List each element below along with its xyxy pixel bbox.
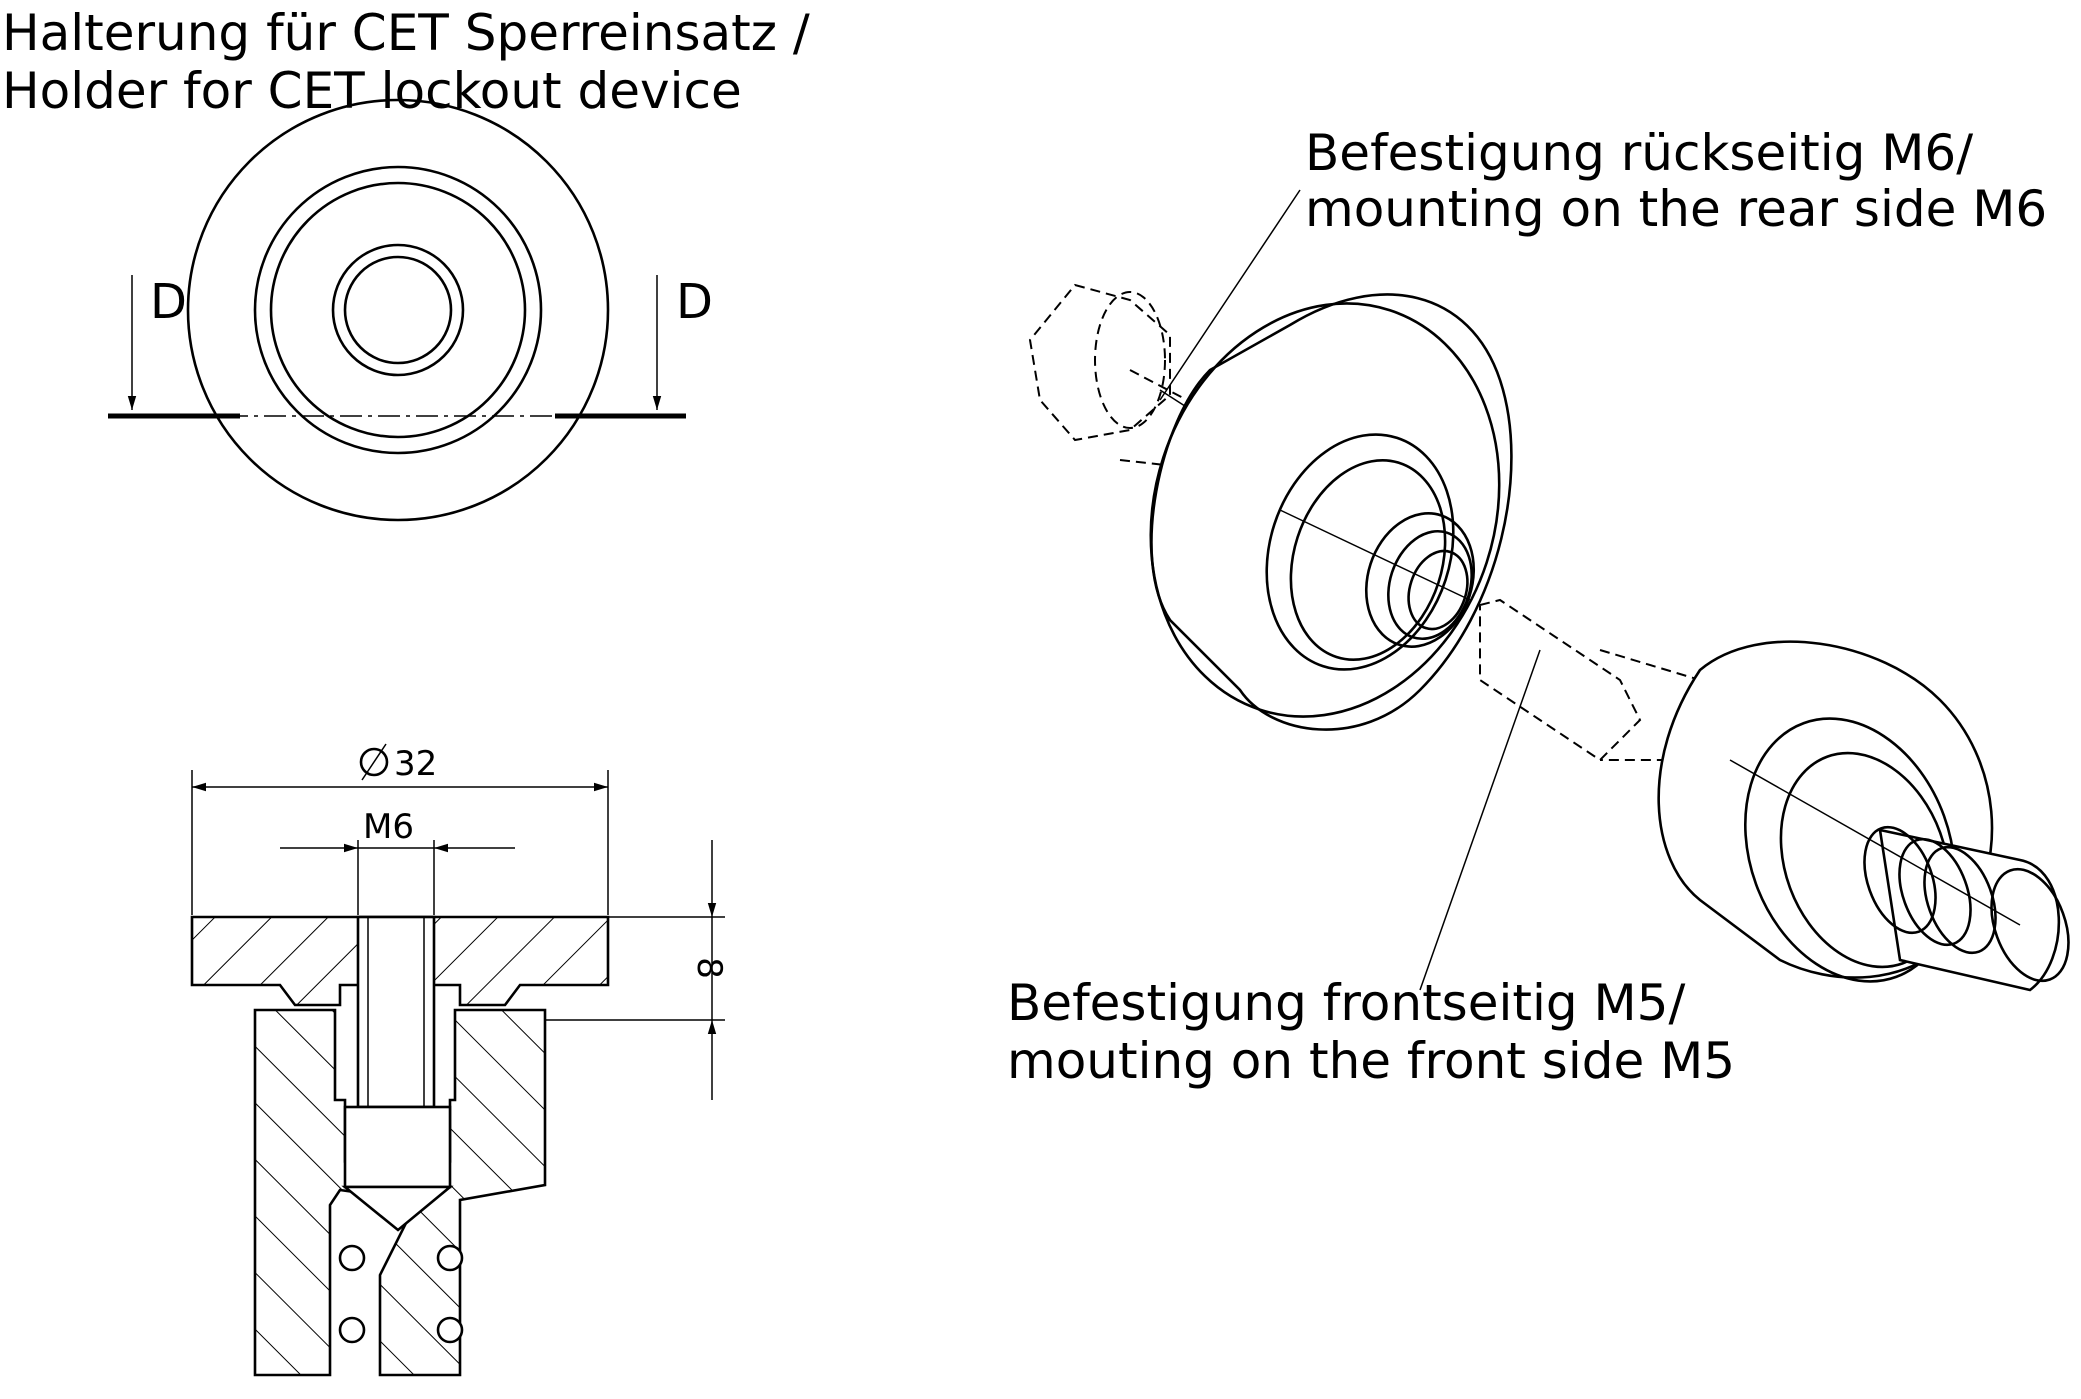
dim-diameter-text: 32 [394, 744, 437, 784]
outer-flange-circle [186, 98, 610, 522]
title-line-2: Holder for CET lockout device [2, 62, 742, 120]
callout-rear-line-2: mounting on the rear side M6 [1305, 180, 2047, 238]
body-section-right [378, 1008, 547, 1377]
bore-inner-circle [343, 255, 453, 365]
callout-front-line-1: Befestigung frontseitig M5/ [1007, 974, 1685, 1032]
detent-ball-3 [338, 1316, 366, 1344]
title-line-1: Halterung für CET Sperreinsatz / [2, 4, 810, 62]
callout-rear-line-1: Befestigung rückseitig M6/ [1305, 124, 1973, 182]
body-circle [253, 165, 543, 455]
iso-bore [1407, 549, 1469, 631]
iso-boss [1265, 433, 1455, 671]
front-screw-shaft [1479, 598, 1642, 762]
dim-thread-text: M6 [363, 807, 414, 847]
iso-flange [1150, 293, 1513, 731]
leader-front [1419, 649, 1541, 991]
callout-front-line-2: mouting on the front side M5 [1007, 1032, 1735, 1090]
section-mark-right: D [676, 274, 713, 330]
dim-depth-text: 8 [689, 957, 729, 979]
front-view: D D [108, 98, 713, 522]
detent-ball-4 [436, 1316, 464, 1344]
detent-ball-2 [436, 1244, 464, 1272]
rear-screw-head [1028, 283, 1171, 442]
isometric-view: Befestigung rückseitig M6/ mounting on t… [1007, 124, 2070, 1090]
drill-tip [341, 1185, 454, 1232]
drawing-title: Halterung für CET Sperreinsatz / Holder … [2, 4, 810, 120]
threaded-bore [356, 915, 436, 1109]
bore-outer-circle [331, 243, 465, 377]
leader-rear [1159, 189, 1301, 401]
section-view: 32 M6 8 [190, 743, 729, 1377]
diameter-symbol [359, 747, 389, 777]
detent-ball-1 [338, 1244, 366, 1272]
chamfer-circle [269, 181, 527, 439]
counterbore [343, 1105, 452, 1189]
section-mark-left: D [150, 274, 187, 330]
